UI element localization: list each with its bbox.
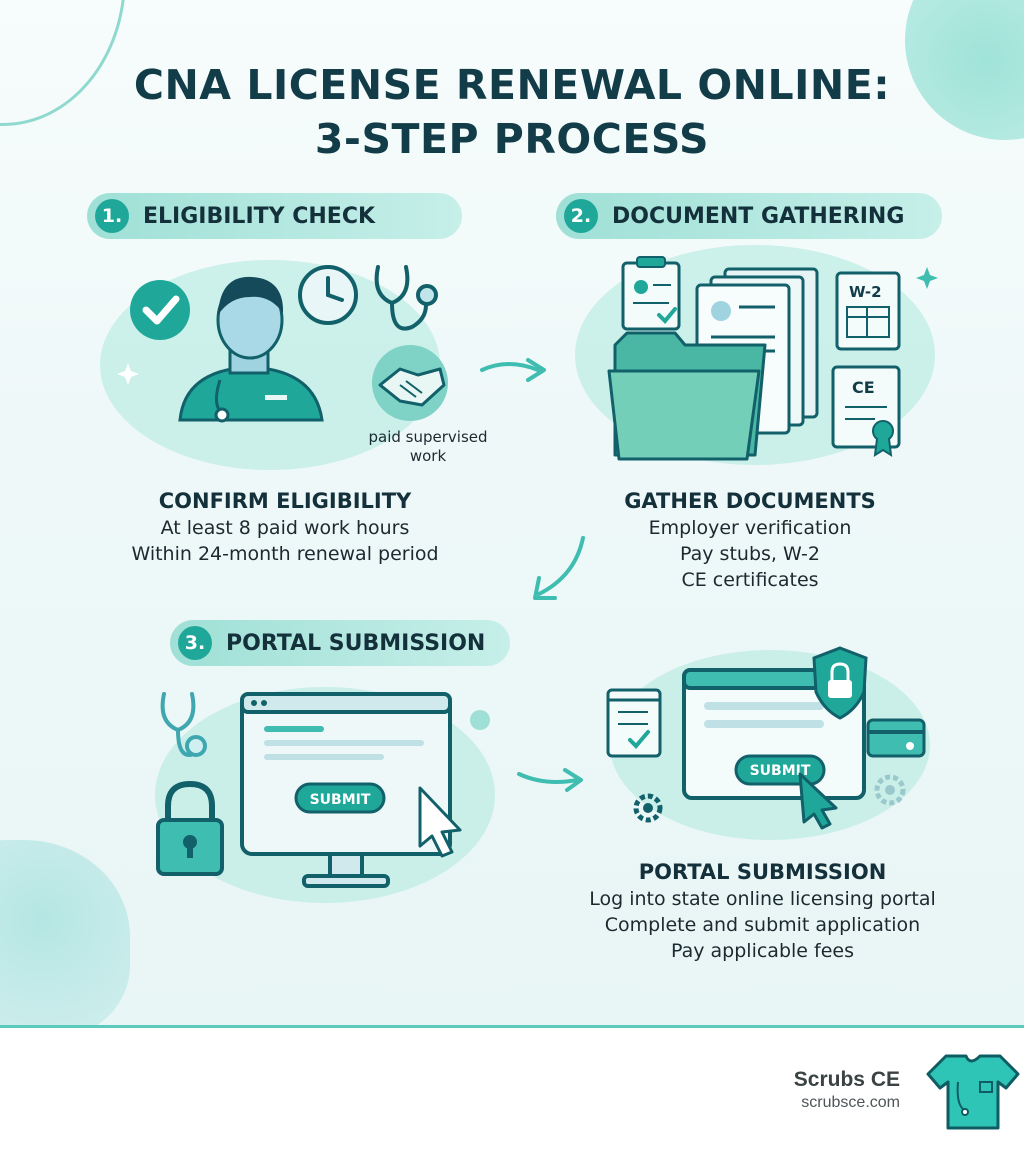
padlock-icon: [156, 780, 224, 876]
step-2-line-1: Employer verification: [648, 517, 852, 539]
step-2-number: 2.: [564, 199, 598, 233]
title-line-1: CNA LICENSE RENEWAL ONLINE:: [133, 61, 891, 109]
bottom-left-blob: [0, 840, 130, 1025]
step-3-line-1: Log into state online licensing portal: [589, 888, 936, 910]
step-3-label: PORTAL SUBMISSION: [226, 630, 486, 656]
step-1-pill: 1. ELIGIBILITY CHECK: [87, 193, 462, 239]
step-1-label: ELIGIBILITY CHECK: [143, 203, 376, 229]
checklist-icon: [606, 688, 662, 758]
portal-secure-illustration: SUBMIT: [606, 646, 930, 840]
brand-name: Scrubs CE: [793, 1068, 900, 1091]
step-1-number: 1.: [95, 199, 129, 233]
gear-icon: [633, 793, 663, 823]
step-1-line-2: Within 24-month renewal period: [131, 543, 439, 565]
step-1-heading: CONFIRM ELIGIBILITY: [158, 489, 412, 513]
folder-icon: [607, 331, 767, 461]
nurse-icon: [178, 276, 324, 423]
step-3-description: PORTAL SUBMISSION Log into state online …: [555, 858, 970, 964]
check-circle-icon: [130, 280, 190, 340]
handshake-icon: [372, 345, 448, 421]
arrow-step2-to-step3: [533, 536, 585, 600]
sparkle-icon: [916, 267, 938, 289]
step-3-pill: 3. PORTAL SUBMISSION: [170, 620, 510, 666]
infographic-canvas: CNA LICENSE RENEWAL ONLINE: 3-STEP PROCE…: [0, 0, 1024, 1025]
sparkle-icon: [117, 363, 139, 385]
step-2-label: DOCUMENT GATHERING: [612, 203, 905, 229]
w2-label: W-2: [849, 283, 882, 301]
handshake-caption: paid supervised work: [368, 428, 488, 465]
stethoscope-icon: [160, 692, 207, 757]
w2-form-icon: W-2: [835, 271, 901, 351]
step-3-heading: PORTAL SUBMISSION: [638, 860, 887, 884]
stethoscope-icon: [374, 265, 438, 331]
shield-lock-icon: [812, 646, 868, 720]
step-2-line-2: Pay stubs, W-2: [680, 543, 820, 565]
documents-illustration: W-2 CE: [575, 245, 938, 465]
clipboard-icon: [621, 256, 681, 331]
ce-label: CE: [852, 378, 875, 397]
cursor-icon: [798, 772, 838, 830]
step-2-line-3: CE certificates: [681, 569, 819, 591]
gear-icon: [874, 774, 906, 806]
brand-url[interactable]: scrubsce.com: [801, 1094, 900, 1111]
arrow-step1-to-step2: [480, 358, 546, 382]
submit-button-right: SUBMIT: [750, 763, 811, 779]
step-3-line-2: Complete and submit application: [604, 914, 921, 936]
bubble-icon: [470, 710, 490, 730]
footer: Scrubs CE scrubsce.com: [0, 1025, 1024, 1157]
eligibility-illustration: [100, 260, 448, 470]
step-2-description: GATHER DOCUMENTS Employer verification P…: [560, 487, 940, 593]
step-2-pill: 2. DOCUMENT GATHERING: [556, 193, 942, 239]
title-line-2: 3-STEP PROCESS: [314, 115, 710, 163]
step-2-heading: GATHER DOCUMENTS: [624, 489, 876, 513]
page-title: CNA LICENSE RENEWAL ONLINE: 3-STEP PROCE…: [0, 58, 1024, 166]
step-3-number: 3.: [178, 626, 212, 660]
ce-certificate-icon: CE: [831, 365, 901, 457]
step-1-line-1: At least 8 paid work hours: [160, 517, 410, 539]
submit-button-left: SUBMIT: [310, 792, 371, 808]
scrubs-logo-icon: [926, 1054, 1020, 1130]
clock-icon: [298, 265, 358, 325]
step-3-line-3: Pay applicable fees: [671, 940, 854, 962]
credit-card-icon: [866, 718, 926, 758]
arrow-to-final: [517, 768, 583, 792]
step-1-description: CONFIRM ELIGIBILITY At least 8 paid work…: [90, 487, 480, 567]
monitor-icon: SUBMIT: [240, 692, 452, 888]
portal-submission-illustration: SUBMIT: [155, 687, 495, 903]
cursor-icon: [418, 786, 462, 858]
